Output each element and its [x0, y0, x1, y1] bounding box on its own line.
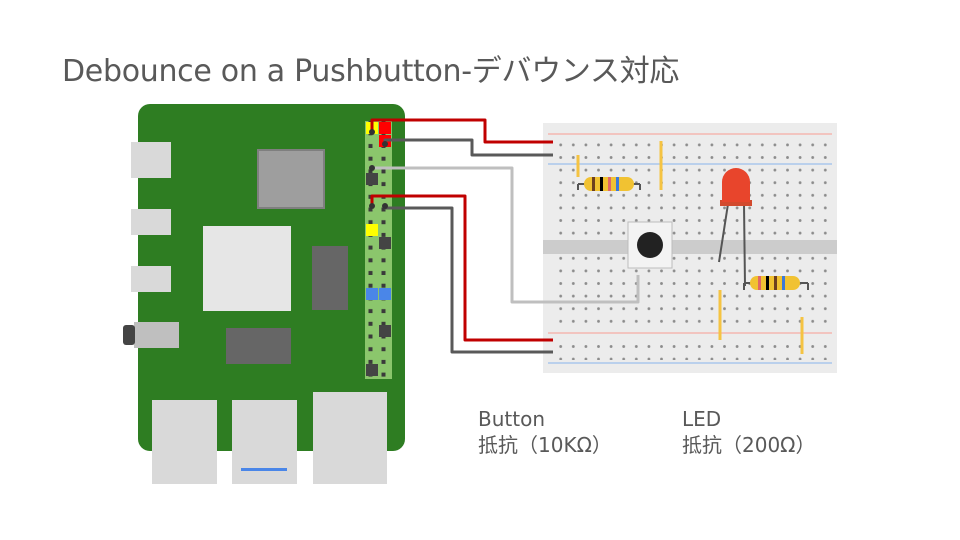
raspberry-pi-board [123, 104, 405, 484]
ethernet-port [313, 392, 387, 484]
jumper-wires [576, 141, 804, 354]
gpio-pin-ground-4 [366, 364, 378, 376]
camera-connector [131, 266, 171, 292]
wire-gpio-to-button [372, 166, 640, 304]
wire-3v3-to-bottom-power-rail [370, 194, 553, 342]
led-rim [720, 200, 752, 206]
hdmi-connector [131, 209, 171, 235]
breadboard [543, 123, 837, 373]
button-label-detail: 抵抗（10KΩ） [478, 433, 612, 457]
center-channel [543, 240, 837, 254]
button-resistor-band-4 [616, 177, 619, 191]
gpio-pin-3v3-2 [366, 224, 378, 236]
wire-end-dot-5 [382, 203, 388, 209]
led [718, 168, 752, 287]
audio-jack [134, 322, 179, 348]
slide-title: Debounce on a Pushbutton-デバウンス対応 [62, 54, 680, 89]
usb-port-2 [232, 400, 297, 484]
soc-chip [203, 226, 291, 311]
micro-usb-connector [131, 142, 171, 178]
pushbutton [627, 221, 673, 269]
pushbutton-cap [637, 232, 663, 258]
button-resistor-band-1 [592, 177, 595, 191]
button-label-name: Button [478, 407, 545, 431]
gpio-pin-ground [366, 173, 378, 185]
cpu-chip [257, 149, 325, 209]
ethernet-controller-chip [226, 328, 291, 364]
led-cathode-lead [743, 203, 746, 287]
wire-3v3-to-power-rail [370, 118, 553, 144]
wire-ground-to-bottom-ground-rail [383, 206, 553, 354]
button-resistor-band-3 [608, 177, 611, 191]
wire-end-dot-2 [382, 141, 388, 147]
bottom-terminal-holes [550, 255, 827, 327]
led-resistor-band-4 [782, 276, 785, 290]
gpio-pin-ground-2 [379, 237, 391, 249]
button-resistor [577, 177, 641, 191]
button-resistor-label: Button 抵抗（10KΩ） [478, 406, 612, 458]
led-label-name: LED [682, 407, 722, 431]
led-resistor [743, 276, 809, 290]
gpio-pin-ground-3 [379, 325, 391, 337]
led-label-detail: 抵抗（200Ω） [682, 433, 816, 457]
wires [369, 118, 640, 354]
gpio-pin-spi-2 [379, 288, 391, 300]
led-anode-lead [718, 203, 729, 263]
led-resistor-band-1 [758, 276, 761, 290]
led-resistor-band-3 [774, 276, 777, 290]
wire-end-dot-3 [369, 165, 375, 171]
gpio-pins [365, 121, 392, 379]
led-resistor-band-2 [766, 276, 769, 290]
usb-controller-chip [312, 246, 348, 310]
led-resistor-label: LED 抵抗（200Ω） [682, 406, 815, 458]
button-resistor-band-2 [600, 177, 603, 191]
bottom-rail-holes [550, 336, 827, 360]
led-dome [722, 168, 750, 202]
gpio-pin-5v [379, 122, 391, 134]
wire-end-dot-1 [369, 129, 375, 135]
wire-end-dot-4 [369, 203, 375, 209]
top-rail-holes [550, 137, 827, 161]
usb-port-blue-strip [241, 468, 287, 471]
usb-port-1 [152, 400, 217, 484]
gpio-pin-spi-1 [366, 288, 378, 300]
audio-jack-tip [123, 325, 135, 345]
